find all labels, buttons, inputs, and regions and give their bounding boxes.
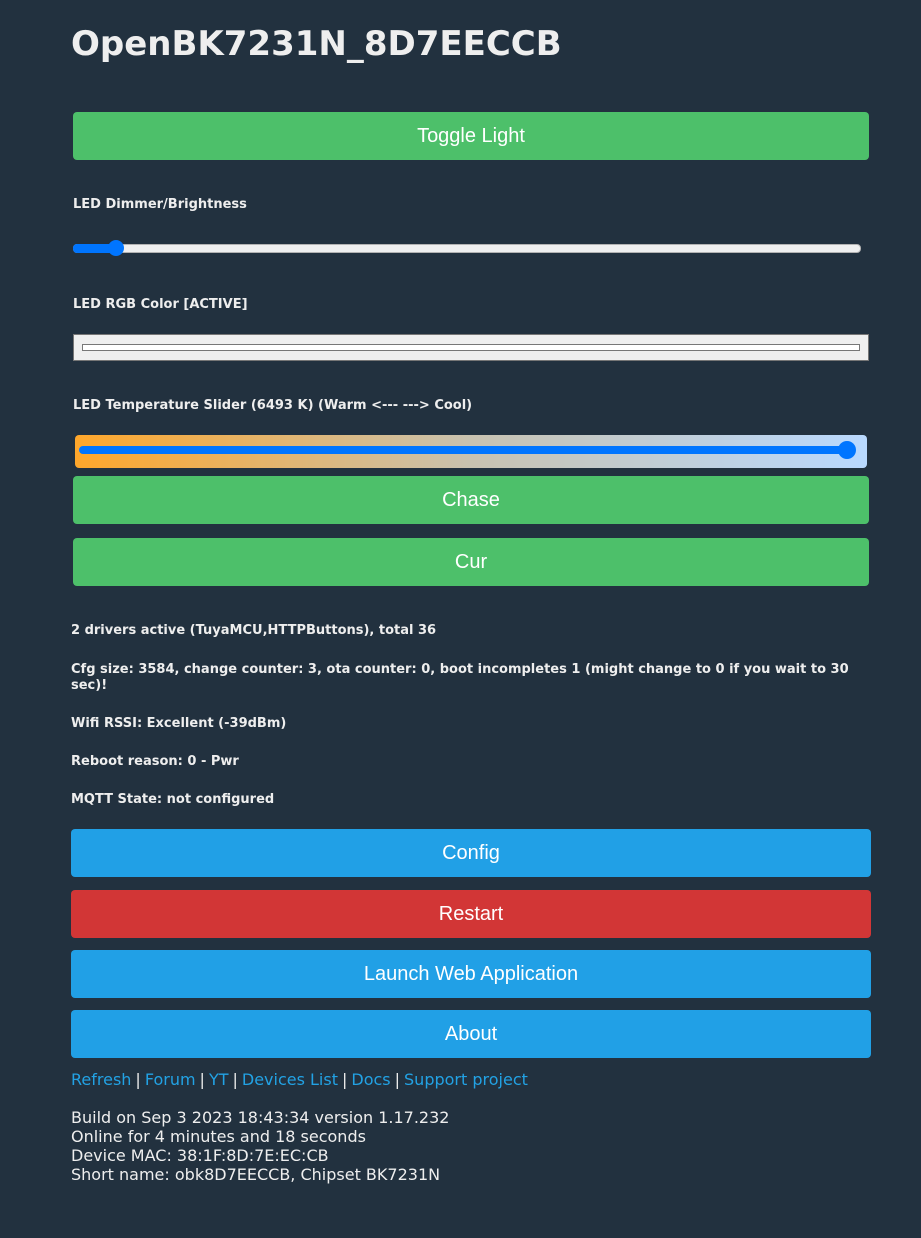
dimmer-slider[interactable] — [73, 240, 861, 256]
chase-button[interactable]: Chase — [73, 476, 869, 524]
temperature-label: LED Temperature Slider (6493 K) (Warm <-… — [73, 398, 473, 413]
link-separator: | — [199, 1070, 205, 1089]
page-title: OpenBK7231N_8D7EECCB — [71, 24, 562, 64]
launch-web-app-button[interactable]: Launch Web Application — [71, 950, 871, 998]
dimmer-slider-thumb[interactable] — [108, 240, 125, 256]
toggle-light-button[interactable]: Toggle Light — [73, 112, 869, 160]
yt-link[interactable]: YT — [208, 1070, 229, 1089]
devices-list-link[interactable]: Devices List — [241, 1070, 338, 1089]
device-mac: Device MAC: 38:1F:8D:7E:EC:CB — [71, 1146, 329, 1165]
mqtt-status: MQTT State: not configured — [71, 792, 275, 807]
drivers-status: 2 drivers active (TuyaMCU,HTTPButtons), … — [71, 623, 437, 638]
forum-link[interactable]: Forum — [144, 1070, 196, 1089]
link-separator: | — [135, 1070, 141, 1089]
short-name: Short name: obk8D7EECCB, Chipset BK7231N — [71, 1165, 441, 1184]
support-project-link[interactable]: Support project — [404, 1070, 528, 1089]
build-info: Build on Sep 3 2023 18:43:34 version 1.1… — [71, 1108, 449, 1184]
link-separator: | — [394, 1070, 401, 1089]
dimmer-slider-track — [73, 244, 861, 253]
wifi-status: Wifi RSSI: Excellent (-39dBm) — [71, 716, 287, 731]
footer-links: Refresh|Forum|YT|Devices List|Docs|Suppo… — [71, 1070, 528, 1089]
rgb-color-label: LED RGB Color [ACTIVE] — [73, 297, 248, 312]
cur-button[interactable]: Cur — [73, 538, 869, 586]
rgb-color-picker[interactable] — [73, 334, 869, 361]
about-button[interactable]: About — [71, 1010, 871, 1058]
temperature-slider-fill — [79, 446, 848, 454]
build-version: Build on Sep 3 2023 18:43:34 version 1.1… — [71, 1108, 450, 1127]
link-separator: | — [232, 1070, 238, 1089]
rgb-color-swatch — [82, 344, 860, 351]
reboot-status: Reboot reason: 0 - Pwr — [71, 754, 239, 769]
config-button[interactable]: Config — [71, 829, 871, 877]
refresh-link[interactable]: Refresh — [71, 1070, 132, 1089]
dimmer-slider-fill — [73, 244, 117, 253]
temperature-slider-thumb[interactable] — [838, 441, 857, 459]
docs-link[interactable]: Docs — [351, 1070, 391, 1089]
uptime: Online for 4 minutes and 18 seconds — [71, 1127, 366, 1146]
dimmer-label: LED Dimmer/Brightness — [73, 197, 247, 212]
restart-button[interactable]: Restart — [71, 890, 871, 938]
link-separator: | — [341, 1070, 348, 1089]
cfg-status: Cfg size: 3584, change counter: 3, ota c… — [71, 662, 849, 693]
temperature-slider[interactable] — [75, 435, 867, 468]
